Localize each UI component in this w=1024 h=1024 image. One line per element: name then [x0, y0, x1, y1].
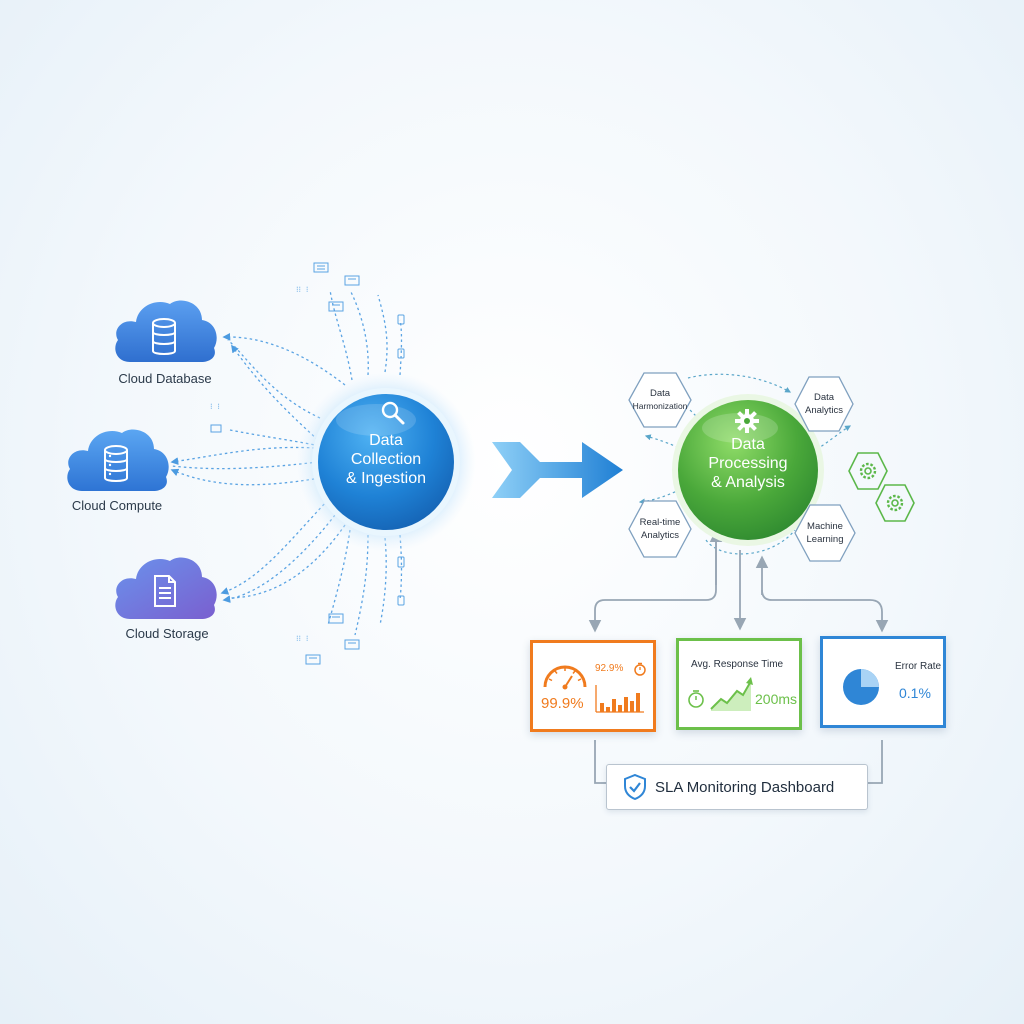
stopwatch-icon	[634, 662, 646, 676]
hex-ml-label: Machine Learning	[794, 504, 856, 562]
source-label-compute: Cloud Compute	[71, 498, 163, 513]
processing-hub-circle	[672, 394, 824, 546]
bar-chart-icon	[595, 685, 644, 713]
pie-chart-icon	[843, 669, 879, 705]
sla-dashboard-box: SLA Monitoring Dashboard	[606, 764, 868, 810]
gear-hex-icon	[875, 484, 915, 522]
uptime-small-value: 92.9%	[595, 663, 624, 674]
hex-harmonization-line1: Data	[649, 388, 671, 399]
stopwatch-icon	[688, 690, 704, 708]
hex-realtime-line2: Analytics	[640, 530, 679, 541]
processing-hub-line1: Data	[731, 436, 765, 453]
hex-ml-line1: Machine	[807, 521, 843, 532]
cloud-compute-shape	[67, 429, 169, 491]
response-time-title: Avg. Response Time	[691, 659, 784, 670]
uptime-card: 99.9% 92.9%	[530, 640, 656, 732]
hex-analytics-line1: Data	[813, 392, 835, 403]
hex-analytics-line2: Analytics	[804, 405, 843, 416]
trend-up-icon	[710, 677, 753, 711]
hex-harmonization-label: Data Harmonization	[628, 372, 692, 428]
hex-ml-shape	[794, 504, 856, 562]
hex-realtime-shape	[628, 500, 692, 558]
source-label-database: Cloud Database	[118, 371, 212, 386]
svg-text:⁝ ⁝: ⁝ ⁝	[210, 402, 220, 411]
response-time-value: 200ms	[755, 691, 798, 707]
hex-harmonization-shape	[628, 372, 692, 428]
svg-text:⁝⁝ ⁝: ⁝⁝ ⁝	[296, 285, 308, 294]
processing-hub-line2: Processing	[708, 455, 788, 472]
flow-arrow-icon	[492, 442, 623, 498]
server-icon	[104, 445, 128, 482]
pie-slice	[861, 669, 879, 687]
error-rate-title: Error Rate	[895, 661, 942, 672]
hex-ml-line2: Learning	[806, 534, 844, 545]
shield-check-icon	[624, 774, 646, 800]
error-rate-value: 0.1%	[899, 685, 931, 701]
sla-dashboard-label: SLA Monitoring Dashboard	[655, 778, 835, 796]
gauge-icon	[543, 665, 587, 690]
cloud-database-shape	[115, 300, 217, 362]
hex-harmonization-line2: Harmonization	[632, 401, 688, 411]
document-icon	[154, 575, 176, 607]
hex-analytics-label: Data Analytics	[794, 376, 854, 432]
database-icon	[152, 318, 176, 355]
ingestion-hub-line1: Data	[369, 432, 403, 449]
processing-hub-line3: & Analysis	[711, 474, 785, 491]
response-time-card: Avg. Response Time 200ms	[676, 638, 802, 730]
uptime-gauge-value: 99.9%	[541, 695, 584, 712]
ingestion-hub-line2: Collection	[350, 451, 422, 468]
error-rate-card: Error Rate 0.1%	[820, 636, 946, 728]
ingestion-hub-circle	[296, 372, 476, 552]
ingestion-hub-line3: & Ingestion	[345, 470, 427, 487]
hex-realtime-line1: Real-time	[639, 517, 681, 528]
ingestion-hub-label: Data Collection & Ingestion	[326, 431, 446, 488]
magnifier-icon	[381, 401, 405, 425]
hex-analytics-shape	[794, 376, 854, 432]
svg-text:⁝⁝ ⁝: ⁝⁝ ⁝	[296, 634, 308, 643]
source-label-storage: Cloud Storage	[125, 626, 209, 641]
gear-icon	[735, 409, 759, 433]
processing-hub-label: Data Processing & Analysis	[688, 435, 808, 492]
hex-realtime-label: Real-time Analytics	[628, 500, 692, 558]
gear-hex-icon	[848, 452, 888, 490]
